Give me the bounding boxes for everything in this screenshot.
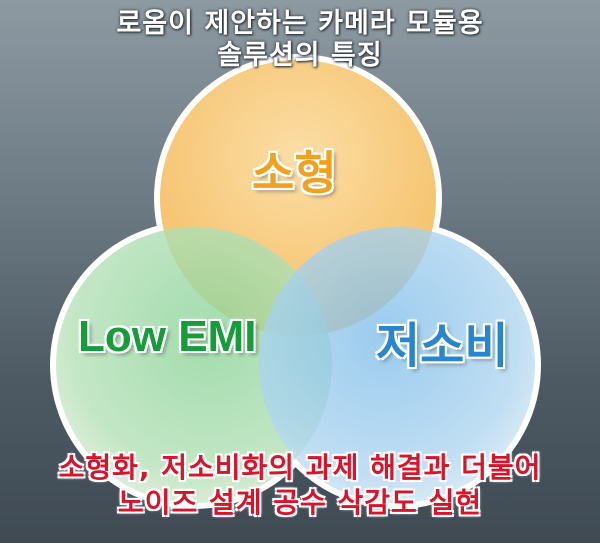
footer-line-2: 노이즈 설계 공수 삭감도 실현 [117, 486, 483, 519]
footer-line-1: 소형화, 저소비화의 과제 해결과 더불어 [58, 451, 542, 484]
label-compact: 소형 [252, 146, 337, 200]
title-line-2: 솔루션의 특징 [217, 40, 383, 71]
title-line-1: 로옴이 제안하는 카메라 모듈용 [116, 8, 484, 39]
label-low-emi: Low EMI [78, 312, 257, 361]
circle-left [56, 227, 332, 503]
circle-right [259, 227, 535, 503]
label-low-power: 저소비 [376, 318, 509, 374]
